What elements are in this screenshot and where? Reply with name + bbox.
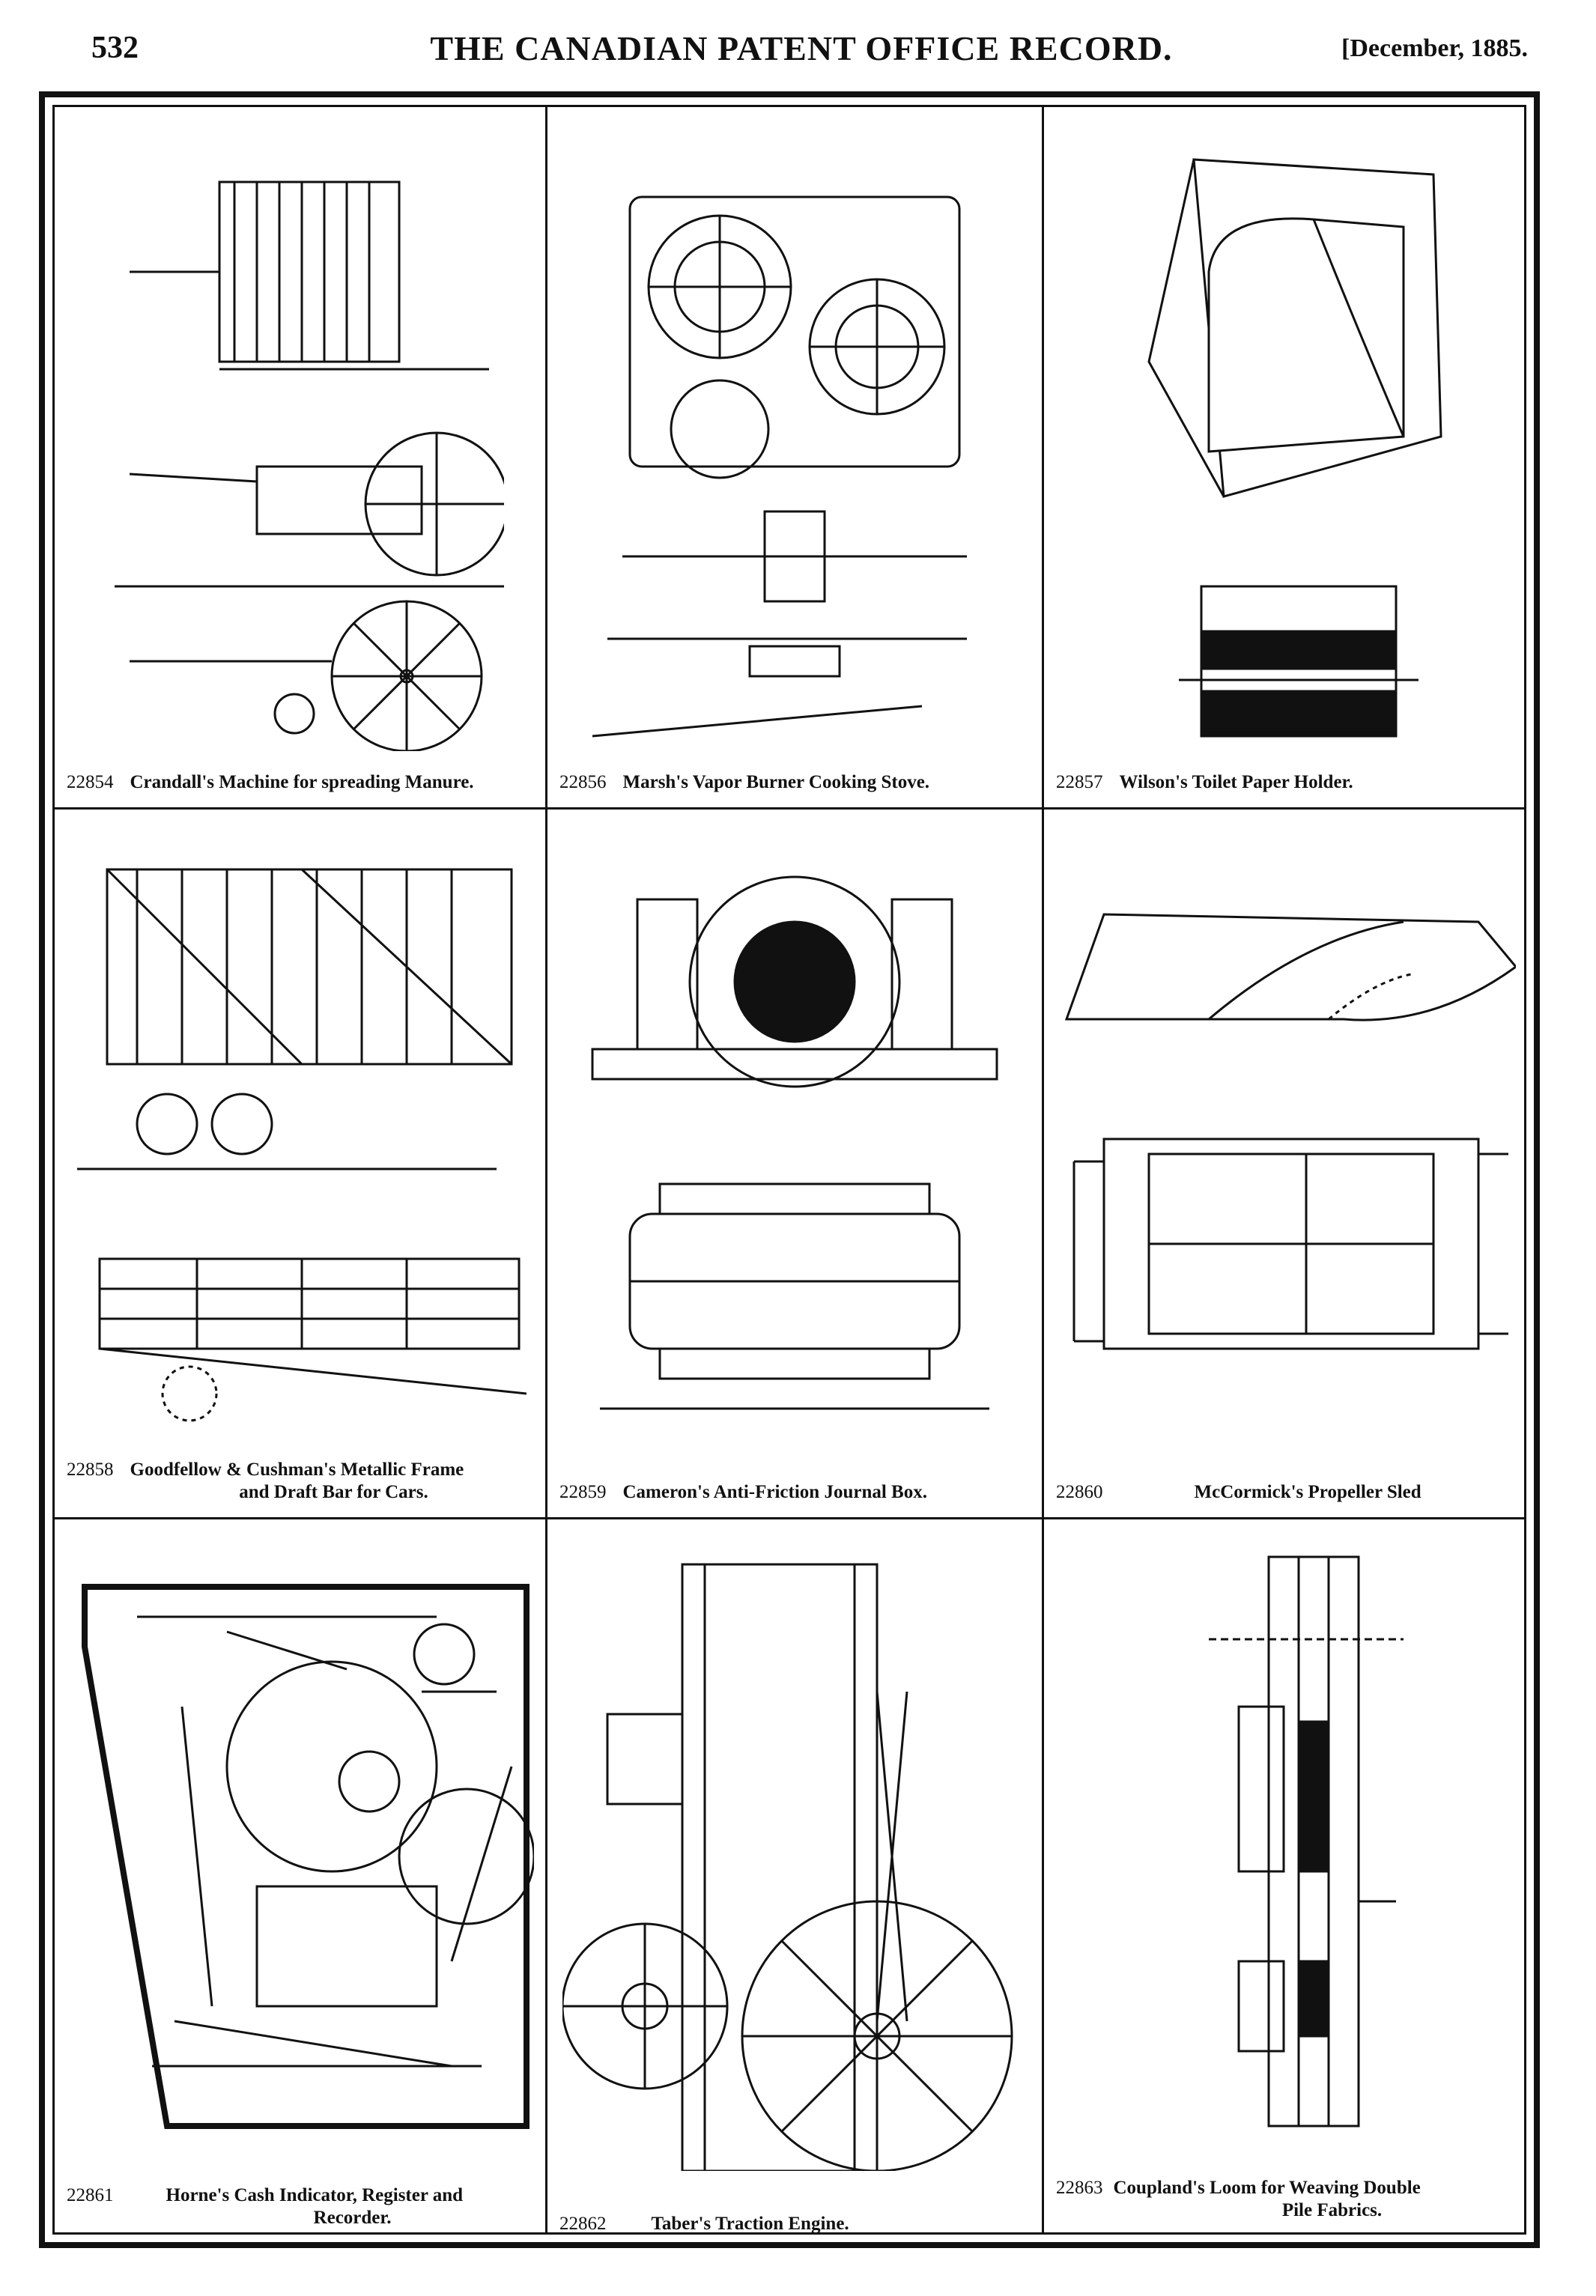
patent-number: 22859 <box>559 1482 607 1502</box>
patent-panel-22857: 22857 Wilson's Toilet Paper Holder. <box>1044 107 1530 807</box>
patent-number: 22854 <box>67 772 114 792</box>
patent-number: 22858 <box>67 1460 114 1480</box>
patent-caption: 22856 Marsh's Vapor Burner Cooking Stove. <box>559 771 1030 794</box>
patent-caption: 22861 Horne's Cash Indicator, Register an… <box>67 2184 533 2229</box>
patent-number: 22863 <box>1056 2178 1103 2198</box>
page-number: 532 <box>91 31 139 65</box>
patent-caption: 22854 Crandall's Machine for spreading Ma… <box>67 771 533 794</box>
grid-divider <box>545 107 547 2232</box>
patent-number: 22861 <box>67 2185 114 2205</box>
patent-title: Cameron's Anti-Friction Journal Box. <box>622 1482 927 1502</box>
journal-title: THE CANADIAN PATENT OFFICE RECORD. <box>430 29 1173 67</box>
patent-panel-22856: 22856 Marsh's Vapor Burner Cooking Stove. <box>547 107 1042 807</box>
patent-caption: 22862 Taber's Traction Engine. <box>559 2213 1030 2235</box>
plate-grid: 22854 Crandall's Machine for spreading Ma… <box>52 105 1526 2235</box>
grid-divider <box>55 1517 1524 1519</box>
patent-number: 22857 <box>1056 772 1103 792</box>
journal-box-drawing <box>585 854 1004 1424</box>
vapor-stove-drawing <box>577 122 1012 751</box>
paper-holder-drawing <box>1089 122 1493 751</box>
patent-caption: 22857 Wilson's Toilet Paper Holder. <box>1056 771 1518 794</box>
patent-caption: 22858 Goodfellow & Cushman's Metallic Fra… <box>67 1459 533 1504</box>
patent-panel-22861: 22861 Horne's Cash Indicator, Register an… <box>55 1519 545 2249</box>
patent-number: 22856 <box>559 772 607 792</box>
patent-title: Marsh's Vapor Burner Cooking Stove. <box>622 772 930 792</box>
patent-panel-22854: 22854 Crandall's Machine for spreading Ma… <box>55 107 545 807</box>
patent-caption: 22859 Cameron's Anti-Friction Journal Box… <box>559 1481 1030 1504</box>
patent-panel-22862: 22862 Taber's Traction Engine. <box>547 1519 1042 2249</box>
patent-title-continued: and Draft Bar for Cars. <box>239 1482 428 1502</box>
railway-car-drawing <box>77 824 527 1439</box>
patent-title: Horne's Cash Indicator, Register and <box>166 2185 464 2205</box>
patent-title-continued: Pile Fabrics. <box>1281 2200 1383 2220</box>
propeller-sled-drawing <box>1059 854 1516 1424</box>
page-header: 532 THE CANADIAN PATENT OFFICE RECORD. [… <box>75 22 1528 105</box>
patent-number: 22862 <box>559 2214 607 2234</box>
grid-divider <box>1042 107 1044 2232</box>
patent-title: Goodfellow & Cushman's Metallic Frame <box>130 1460 464 1480</box>
patent-caption: 22860 McCormick's Propeller Sled <box>1056 1481 1518 1504</box>
manure-spreader-drawing <box>115 122 504 751</box>
traction-engine-drawing <box>562 1542 1034 2171</box>
patent-title: Wilson's Toilet Paper Holder. <box>1119 772 1353 792</box>
patent-title-continued: Recorder. <box>313 2208 392 2228</box>
patent-title: Taber's Traction Engine. <box>651 2214 849 2234</box>
plate-frame: 22854 Crandall's Machine for spreading Ma… <box>39 91 1540 2248</box>
patent-number: 22860 <box>1056 1482 1103 1502</box>
patent-panel-22859: 22859 Cameron's Anti-Friction Journal Box… <box>547 810 1042 1517</box>
grid-divider <box>55 807 1524 810</box>
patent-title: Coupland's Loom for Weaving Double <box>1113 2178 1421 2198</box>
cash-register-drawing <box>62 1542 534 2141</box>
patent-panel-22858: 22858 Goodfellow & Cushman's Metallic Fra… <box>55 810 545 1517</box>
patent-panel-22860: 22860 McCormick's Propeller Sled <box>1044 810 1530 1517</box>
loom-drawing <box>1194 1542 1419 2141</box>
issue-date: [December, 1885. <box>1341 34 1528 62</box>
patent-title: McCormick's Propeller Sled <box>1194 1482 1421 1502</box>
patent-title: Crandall's Machine for spreading Manure. <box>130 772 474 792</box>
